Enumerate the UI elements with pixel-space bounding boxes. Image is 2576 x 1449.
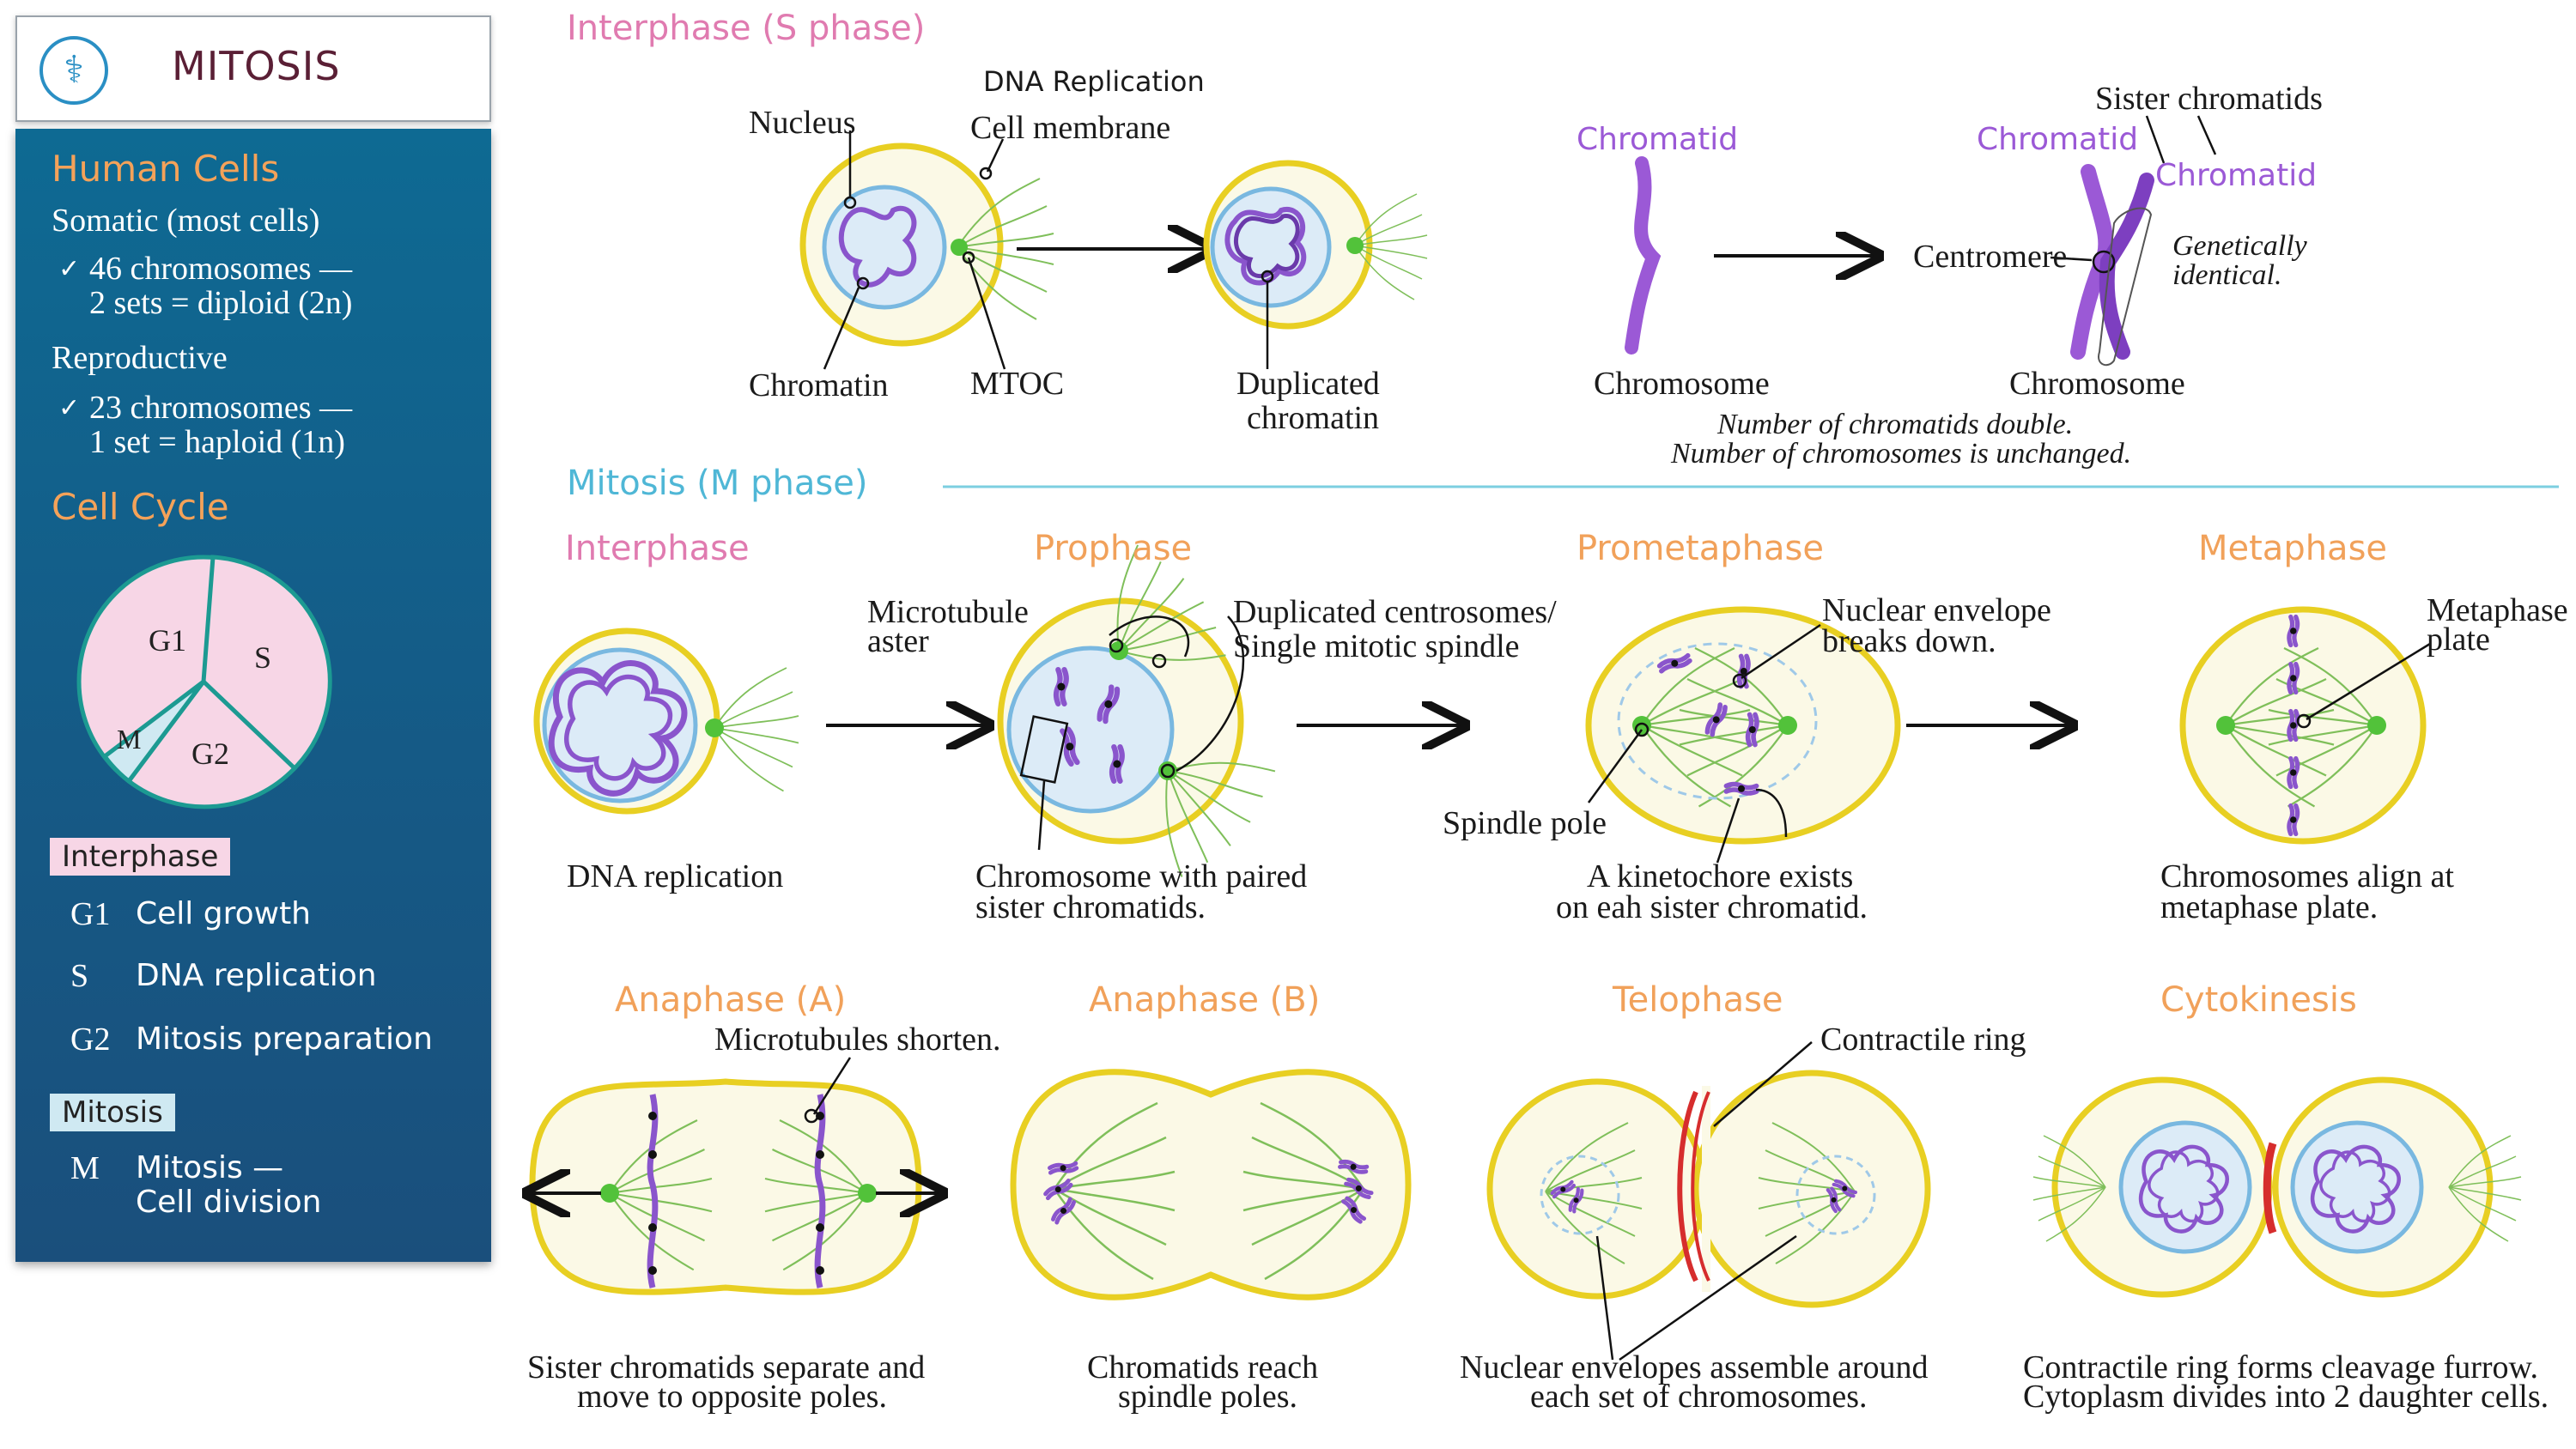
- nucleus-label: Nucleus: [749, 105, 856, 141]
- spindle-pole-label: Spindle pole: [1443, 805, 1607, 841]
- somatic-line2: 2 sets = diploid (2n): [89, 285, 353, 321]
- cytokinesis-title: Cytokinesis: [2160, 980, 2357, 1020]
- prophase-caption1: Chromosome with paired: [975, 858, 1308, 894]
- s-phase-cell-after: [1203, 160, 1428, 330]
- repro-line2: 1 set = haploid (1n): [89, 424, 345, 460]
- anaphase-a-title: Anaphase (A): [615, 980, 847, 1020]
- telophase-caption2: each set of chromosomes.: [1530, 1379, 1868, 1415]
- plate-label2: plate: [2427, 621, 2490, 658]
- note-chromosomes-unchanged: Number of chromosomes is unchanged.: [1671, 438, 2132, 470]
- cell-cycle-pie: G1 S G2 M: [76, 555, 332, 809]
- cell-anaphase-a: [529, 1078, 922, 1295]
- reproductive-label: Reproductive: [52, 340, 228, 376]
- anaphase-b-caption2: spindle poles.: [1118, 1379, 1297, 1415]
- metaphase-title: Metaphase: [2198, 529, 2388, 568]
- cytokinesis-caption1: Contractile ring forms cleavage furrow.: [2023, 1349, 2539, 1385]
- human-cells-heading: Human Cells: [52, 148, 280, 190]
- somatic-label: Somatic (most cells): [52, 203, 320, 239]
- chromatid-label-b: Chromatid: [2155, 158, 2318, 193]
- pie-label-g2: G2: [191, 737, 229, 771]
- note-chromatids-double: Number of chromatids double.: [1717, 409, 2074, 440]
- legend-desc-s: DNA replication: [136, 958, 377, 993]
- replicated-chromosome: [2070, 164, 2154, 367]
- anaphase-a-caption2: move to opposite poles.: [577, 1379, 887, 1415]
- check-icon: ✓: [58, 254, 81, 284]
- telophase-caption1: Nuclear envelopes assemble around: [1460, 1349, 1929, 1385]
- telophase-title: Telophase: [1613, 980, 1783, 1020]
- title-card: ⚕ MITOSIS: [15, 15, 491, 122]
- cell-metaphase: [2179, 606, 2427, 845]
- anaphase-b-caption1: Chromatids reach: [1087, 1349, 1319, 1385]
- cell-cycle-heading: Cell Cycle: [52, 486, 229, 528]
- sidebar: Human Cells Somatic (most cells) ✓ 46 ch…: [15, 129, 491, 1262]
- dna-replication-label: DNA Replication: [983, 65, 1205, 98]
- check-icon: ✓: [58, 393, 81, 423]
- duplicated-chromatin-label1: Duplicated: [1236, 366, 1380, 402]
- pie-label-m: M: [117, 724, 141, 755]
- aster-label2: aster: [867, 623, 929, 659]
- chromatid-shape: [1625, 156, 1662, 355]
- cell-interphase: [533, 627, 799, 815]
- cell-prometaphase: [1585, 606, 1901, 845]
- kinetochore-caption1: A kinetochore exists: [1587, 858, 1854, 894]
- chromatid-label-a: Chromatid: [1977, 122, 2139, 157]
- s-phase-cell-before: [799, 142, 1055, 347]
- contractile-ring-label: Contractile ring: [1820, 1022, 2026, 1058]
- metaphase-caption2: metaphase plate.: [2160, 889, 2379, 925]
- genetically-label1: Genetically: [2172, 230, 2307, 262]
- cell-anaphase-b: [1010, 1069, 1412, 1300]
- sister-chromatids-label: Sister chromatids: [2095, 81, 2323, 117]
- envelope-label1: Nuclear envelope: [1822, 592, 2051, 628]
- interphase-caption: DNA replication: [567, 858, 784, 894]
- legend-desc-m2: Cell division: [136, 1185, 322, 1220]
- repro-line1: 23 chromosomes —: [89, 390, 353, 426]
- plate-label1: Metaphase: [2427, 592, 2568, 628]
- page-title: MITOSIS: [172, 43, 341, 89]
- pie-label-s: S: [254, 640, 271, 675]
- anaphase-a-caption1: Sister chromatids separate and: [527, 1349, 926, 1385]
- prophase-title: Prophase: [1034, 529, 1193, 568]
- cell-telophase: [1486, 1070, 1931, 1308]
- chromosome-label-left: Chromosome: [1594, 366, 1770, 402]
- legend-key-s: S: [70, 958, 89, 994]
- interphase-title: Interphase: [565, 529, 750, 568]
- shorten-label: Microtubules shorten.: [714, 1022, 1001, 1058]
- chromosome-label-right: Chromosome: [2009, 366, 2185, 402]
- chromatin-label: Chromatin: [749, 367, 889, 403]
- somatic-line1: 46 chromosomes —: [89, 251, 353, 287]
- chromatid-label-left: Chromatid: [1577, 122, 1739, 157]
- genetically-label2: identical.: [2172, 259, 2282, 291]
- interphase-badge: Interphase: [50, 838, 231, 876]
- cytokinesis-caption2: Cytoplasm divides into 2 daughter cells.: [2023, 1379, 2549, 1415]
- centrosomes-label1: Duplicated centrosomes/: [1233, 594, 1557, 630]
- cell-prophase: [997, 535, 1287, 889]
- legend-desc-g1: Cell growth: [136, 896, 311, 931]
- envelope-label2: breaks down.: [1822, 623, 1996, 659]
- centrosomes-label2: Single mitotic spindle: [1233, 628, 1520, 664]
- cell-cytokinesis: [2032, 1076, 2522, 1298]
- legend-key-g2: G2: [70, 1022, 111, 1058]
- aster-label1: Microtubule: [867, 594, 1029, 630]
- s-phase-title: Interphase (S phase): [567, 9, 926, 48]
- centromere-label: Centromere: [1913, 239, 2068, 275]
- legend-desc-m1: Mitosis —: [136, 1150, 284, 1185]
- anaphase-b-title: Anaphase (B): [1089, 980, 1321, 1020]
- caduceus-icon: ⚕: [39, 36, 108, 105]
- cell-membrane-label: Cell membrane: [970, 110, 1171, 146]
- prophase-caption2: sister chromatids.: [975, 889, 1206, 925]
- pie-label-g1: G1: [149, 623, 186, 658]
- prometaphase-title: Prometaphase: [1577, 529, 1824, 568]
- legend-desc-g2: Mitosis preparation: [136, 1022, 433, 1057]
- mtoc-label: MTOC: [970, 366, 1065, 402]
- mitosis-badge: Mitosis: [50, 1094, 175, 1131]
- metaphase-caption1: Chromosomes align at: [2160, 858, 2454, 894]
- m-phase-title: Mitosis (M phase): [567, 464, 868, 503]
- legend-key-g1: G1: [70, 896, 111, 932]
- legend-key-m: M: [70, 1150, 100, 1186]
- kinetochore-caption2: on eah sister chromatid.: [1556, 889, 1868, 925]
- duplicated-chromatin-label2: chromatin: [1247, 400, 1380, 436]
